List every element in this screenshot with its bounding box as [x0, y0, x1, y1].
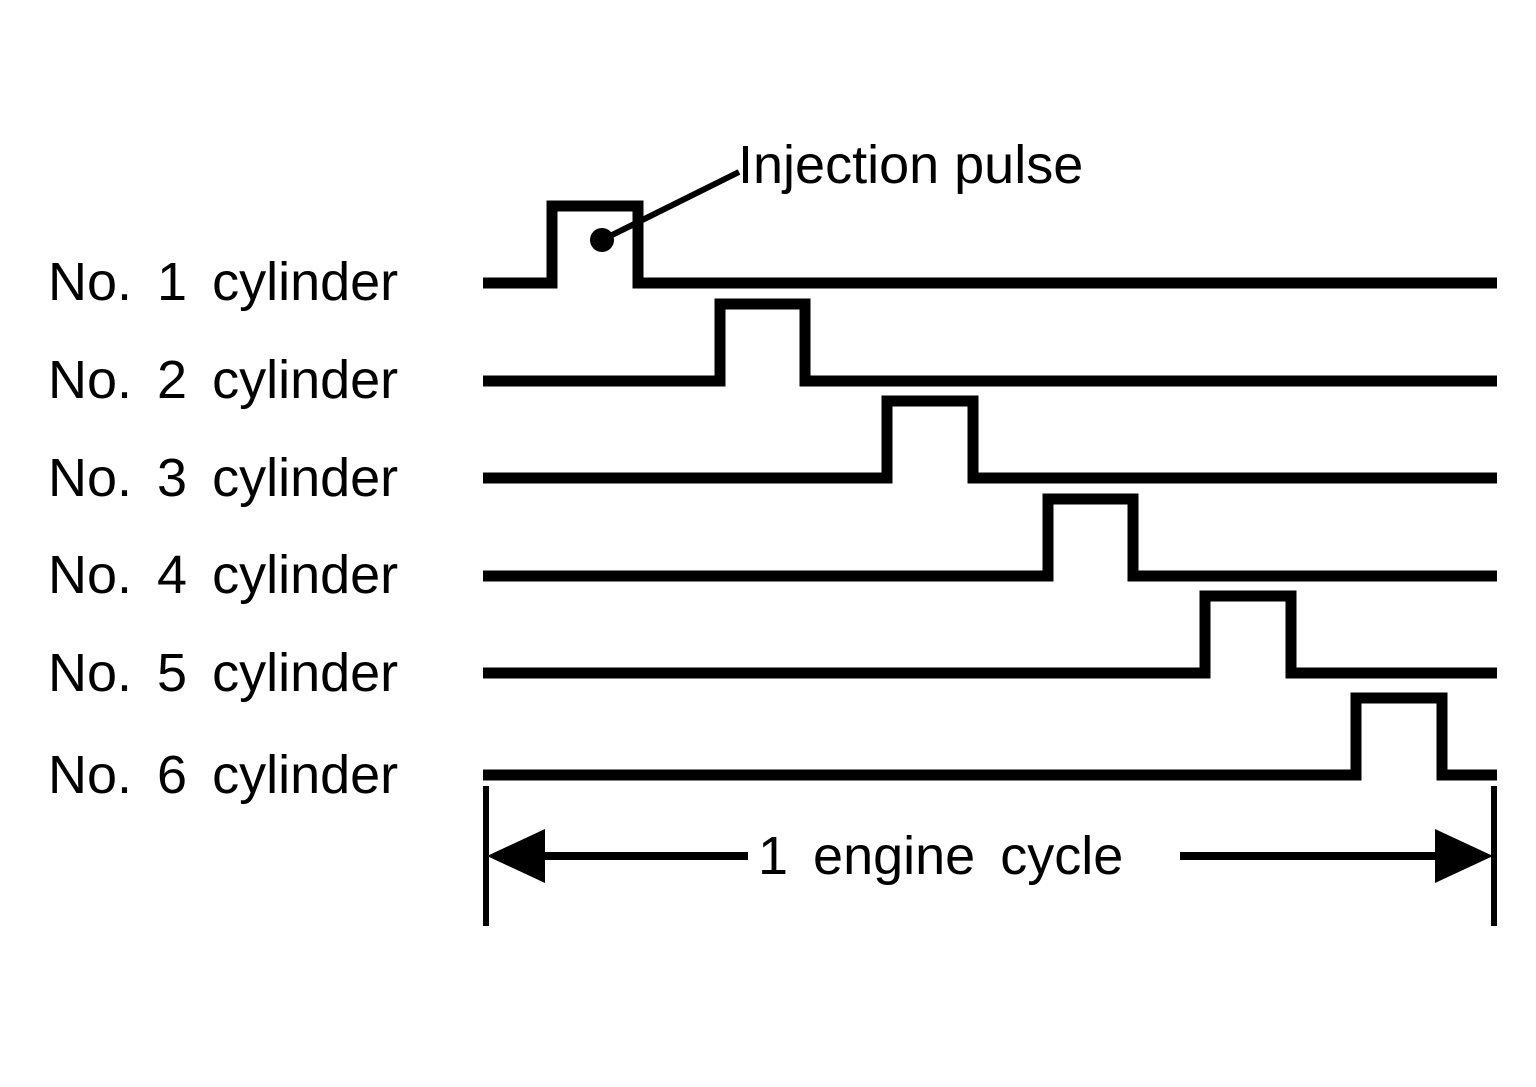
waveform-cylinder-4: [483, 493, 1497, 582]
row-label-cylinder-2: No. 2 cylinder: [48, 350, 399, 410]
waveform-cylinder-5: [483, 590, 1497, 679]
row-label-cylinder-4: No. 4 cylinder: [48, 545, 399, 605]
engine-cycle-right-arrowhead: [1435, 829, 1493, 883]
injection-pulse-marker-dot: [590, 228, 614, 252]
row-label-cylinder-6: No. 6 cylinder: [48, 745, 399, 805]
injection-pulse-leader-line: [602, 169, 741, 242]
engine-cycle-label: 1 engine cycle: [748, 829, 1134, 883]
row-label-cylinder-5: No. 5 cylinder: [48, 643, 399, 703]
waveform-cylinder-3: [483, 395, 1497, 484]
engine-cycle-left-arrowhead: [487, 829, 545, 883]
injection-pulse-label: Injection pulse: [738, 135, 1084, 195]
waveform-cylinder-1: [483, 200, 1497, 289]
waveform-cylinder-6: [483, 692, 1497, 781]
row-label-cylinder-1: No. 1 cylinder: [48, 252, 399, 312]
row-label-cylinder-3: No. 3 cylinder: [48, 448, 399, 508]
waveform-cylinder-2: [483, 298, 1497, 387]
